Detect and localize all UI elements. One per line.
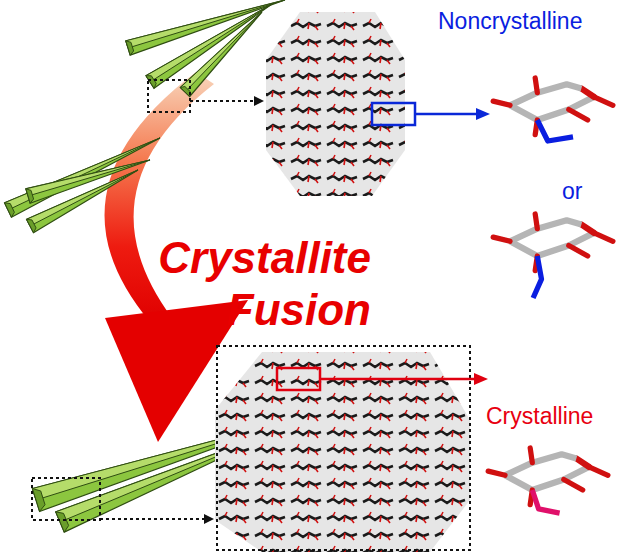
molecule-rows: [215, 352, 470, 552]
title-text: Crystallite Fusion: [96, 232, 371, 336]
label-text: or: [562, 178, 582, 205]
zoom-arrowhead: [204, 514, 214, 524]
crystal-needle: [27, 170, 138, 233]
lattice-region: [215, 352, 470, 552]
zoom-box: [32, 478, 100, 520]
crystal-end: [27, 219, 37, 232]
crystal-end: [26, 189, 34, 203]
crystal-face: [27, 170, 138, 226]
fusion-arrow: [105, 72, 214, 322]
crystal-end: [56, 512, 69, 532]
molecule: [493, 214, 613, 298]
pointer-arrowhead: [474, 373, 488, 385]
crystal-face: [26, 160, 150, 196]
zoom-line: [190, 100, 256, 102]
crystal-needle: [5, 138, 160, 217]
crystal-needle: [180, 12, 262, 97]
crystal-end: [180, 86, 190, 96]
pointer-line: [415, 113, 478, 116]
zoom-line: [100, 518, 205, 520]
crystal-end: [5, 203, 15, 217]
molecule: [493, 78, 613, 141]
label-text: Noncrystalline: [438, 8, 582, 35]
crystal-end: [126, 41, 134, 55]
highlight-box: [277, 368, 320, 390]
zoom-arrowhead: [254, 96, 264, 106]
pointer-line: [320, 378, 476, 381]
zoom-box: [217, 346, 470, 550]
label-text: Crystalline: [486, 403, 593, 430]
crystal-needle: [146, 4, 272, 88]
crystal-face: [180, 12, 262, 92]
crystal-face: [126, 0, 285, 48]
molecule: [488, 448, 608, 513]
crystal-end: [32, 489, 45, 512]
zoom-box: [148, 80, 190, 112]
pointer-arrowhead: [476, 108, 490, 120]
highlight-box: [372, 103, 415, 125]
